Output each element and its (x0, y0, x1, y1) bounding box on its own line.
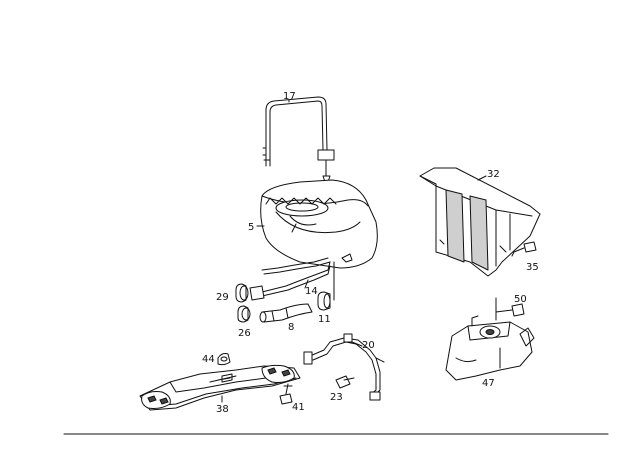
callout-26: 26 (238, 328, 251, 339)
leader-line (477, 175, 487, 181)
leader-line (304, 279, 309, 289)
callout-41: 41 (292, 402, 305, 413)
callout-29: 29 (216, 292, 229, 303)
leader-line (351, 341, 363, 347)
part-29-clamp (235, 283, 249, 303)
callout-38: 38 (216, 404, 229, 415)
part-5-fuel-tank (260, 179, 378, 301)
part-26-clamp (237, 305, 251, 323)
part-8-hose (259, 303, 313, 323)
callout-14: 14 (305, 286, 318, 297)
callout-5: 5 (248, 222, 254, 233)
part-47-bracket (445, 315, 535, 381)
part-41-screw (279, 383, 293, 405)
part-14-fuel-line (249, 257, 331, 301)
part-32-cover (419, 167, 541, 277)
callout-50: 50 (514, 294, 527, 305)
part-35-screw (511, 241, 537, 257)
callout-20: 20 (362, 340, 375, 351)
callout-8: 8 (288, 322, 294, 333)
callout-44: 44 (202, 354, 215, 365)
part-38-heat-shield (139, 364, 301, 411)
part-20-bracket (303, 333, 385, 401)
part-44-clip (217, 353, 231, 366)
part-17-tank-strap (262, 96, 335, 183)
part-50-bolt (495, 297, 525, 321)
callout-17: 17 (283, 91, 296, 102)
callout-47: 47 (482, 378, 495, 389)
part-23-screw (335, 375, 355, 389)
part-11-clamp (317, 291, 331, 311)
callout-35: 35 (526, 262, 539, 273)
callout-11: 11 (318, 314, 331, 325)
callout-23: 23 (330, 392, 343, 403)
callout-32: 32 (487, 169, 500, 180)
